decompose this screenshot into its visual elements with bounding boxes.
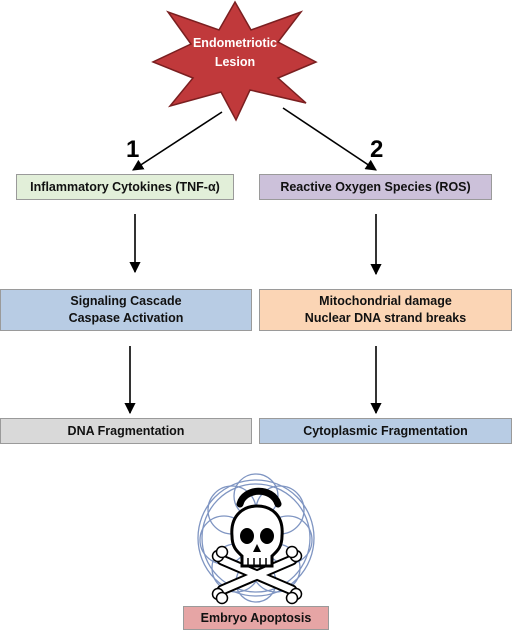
mitochondrial-damage-label: Mitochondrial damage: [319, 294, 452, 308]
signaling-cascade-label: Signaling Cascade: [70, 294, 182, 308]
cytoplasmic-fragmentation-box: Cytoplasmic Fragmentation: [259, 418, 512, 444]
skull-and-crossbones-embryo-icon: [197, 473, 315, 605]
nuclear-dna-strand-breaks-label: Nuclear DNA strand breaks: [304, 311, 467, 325]
embryo-apoptosis-box: Embryo Apoptosis: [183, 606, 329, 630]
inflammatory-cytokines-box: Inflammatory Cytokines (TNF-α): [16, 174, 234, 200]
pathway-number-2: 2: [370, 136, 384, 163]
lesion-label: Endometriotic Lesion: [170, 34, 300, 72]
lesion-label-line-2: Lesion: [214, 55, 256, 69]
embryo-apoptosis-label: Embryo Apoptosis: [200, 610, 312, 625]
reactive-oxygen-species-box: Reactive Oxygen Species (ROS): [259, 174, 492, 200]
signaling-cascade-box: Signaling Cascade Caspase Activation: [0, 289, 252, 331]
mitochondrial-damage-box: Mitochondrial damage Nuclear DNA strand …: [259, 289, 512, 331]
inflammatory-cytokines-label: Inflammatory Cytokines (TNF-α): [30, 179, 220, 194]
lesion-star-shape: [151, 0, 318, 122]
lesion-label-line-1: Endometriotic: [192, 36, 278, 50]
caspase-activation-label: Caspase Activation: [68, 311, 184, 325]
arrow-lesion-to-ros: [282, 107, 377, 171]
pathway-number-1: 1: [126, 136, 140, 163]
cytoplasmic-fragmentation-label: Cytoplasmic Fragmentation: [303, 423, 468, 438]
arrow-lesion-to-cytokines: [132, 111, 223, 171]
dna-fragmentation-label: DNA Fragmentation: [67, 423, 185, 438]
dna-fragmentation-box: DNA Fragmentation: [0, 418, 252, 444]
reactive-oxygen-species-label: Reactive Oxygen Species (ROS): [280, 179, 471, 194]
